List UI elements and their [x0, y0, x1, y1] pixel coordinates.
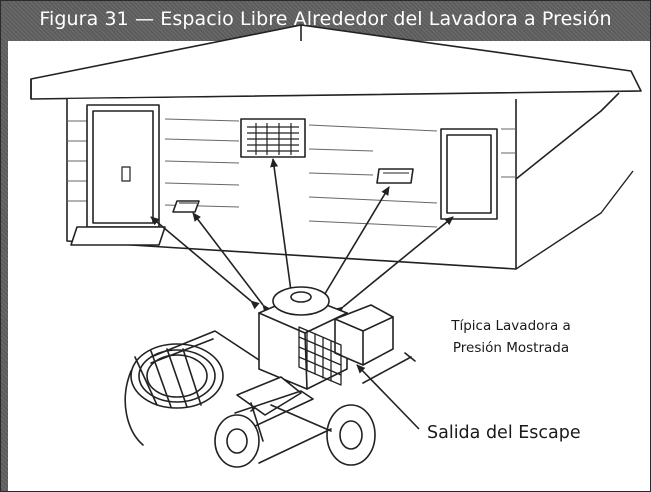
- engine: [258, 286, 394, 390]
- house-door: [70, 104, 166, 246]
- left-border-rail: [1, 41, 8, 491]
- clearance-arrows: [150, 158, 454, 430]
- wheel-right: [326, 404, 376, 466]
- arrow-to-wall-grille: [270, 158, 297, 300]
- machine-caption-line1: Típica Lavadora a: [450, 318, 571, 334]
- hose-coil: [124, 343, 224, 446]
- pressure-washer: [124, 286, 416, 468]
- figure-title-bar: Figura 31 — Espacio Libre Alrededor del …: [1, 1, 650, 41]
- house-roof: [30, 24, 642, 100]
- house-vent-left: [172, 200, 200, 213]
- house-wall-grille: [240, 118, 306, 158]
- house-vent-right: [376, 168, 414, 184]
- pump-and-gun: [234, 352, 416, 442]
- machine-caption-line2: Presión Mostrada: [453, 340, 569, 356]
- wheel-left: [214, 414, 260, 468]
- arrow-to-vent-left: [192, 212, 272, 314]
- exhaust-outlet-label: Salida del Escape: [427, 423, 581, 443]
- house-window: [440, 128, 498, 220]
- house: [30, 24, 642, 270]
- arrow-to-window: [334, 216, 454, 316]
- arrow-exhaust-pointer: [356, 364, 420, 430]
- figure-title: Figura 31 — Espacio Libre Alrededor del …: [39, 8, 612, 30]
